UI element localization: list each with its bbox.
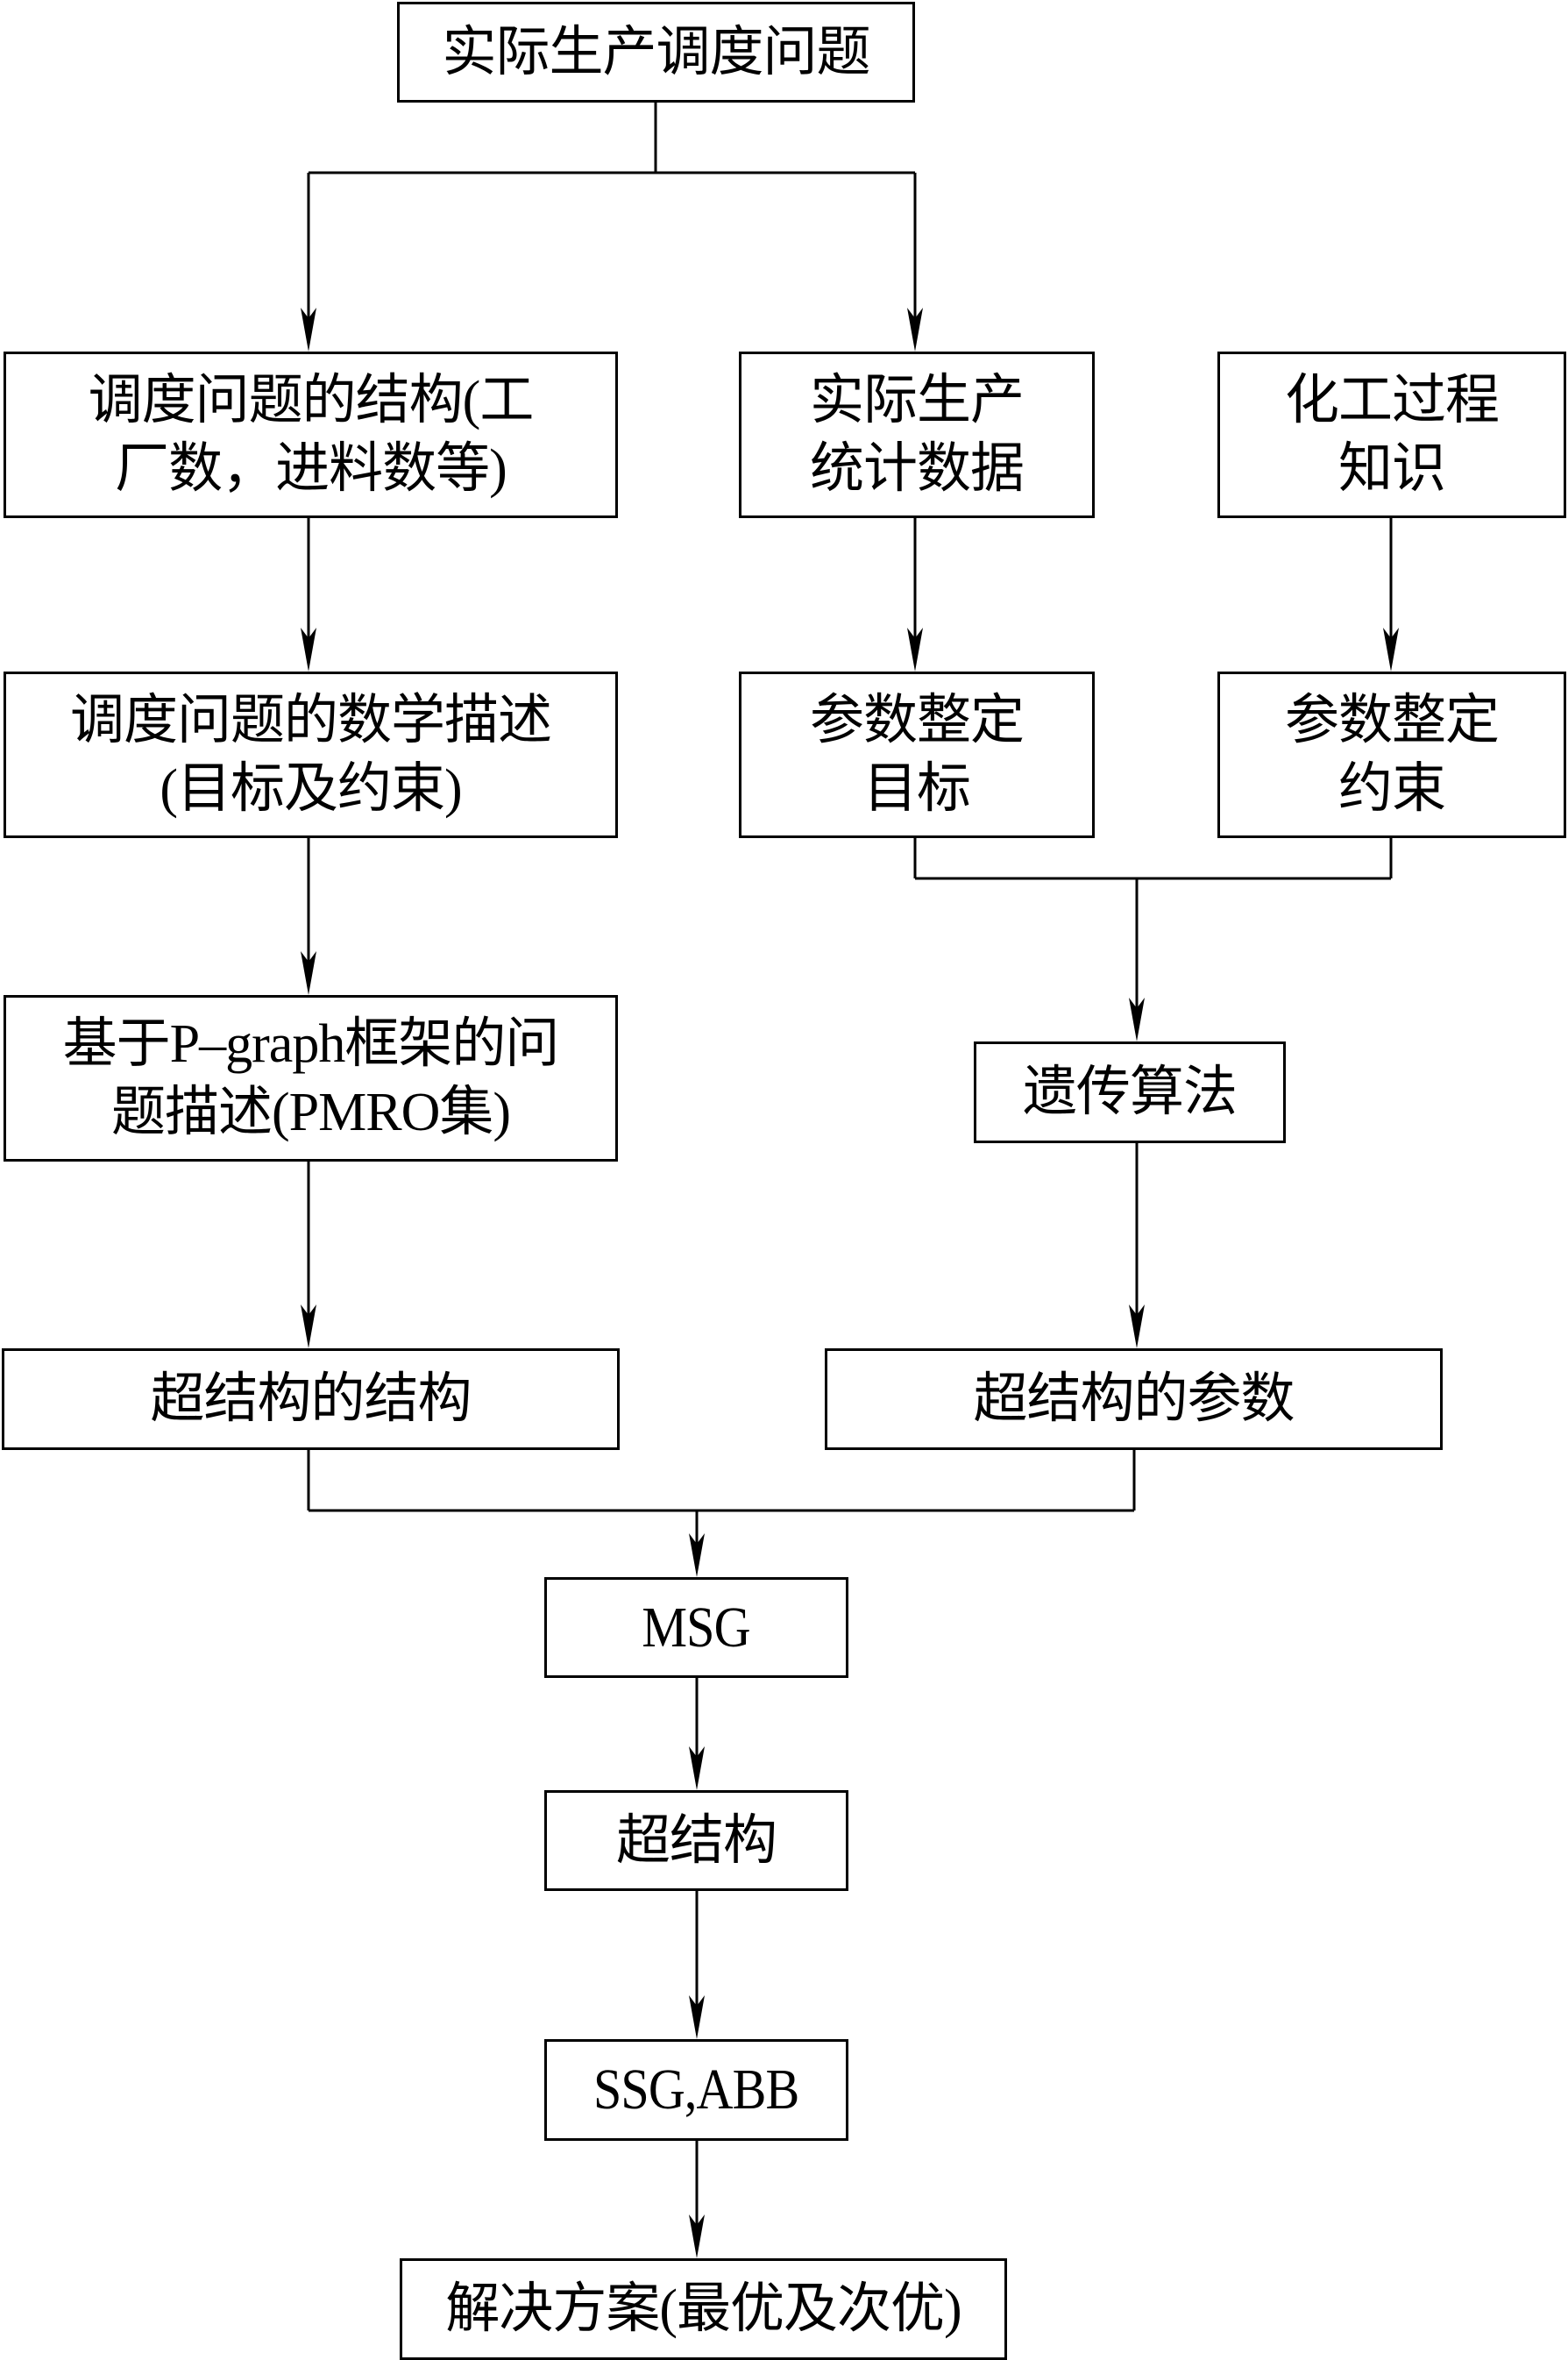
node-msg: MSG (544, 1577, 848, 1678)
arrowhead-icon (907, 308, 923, 352)
node-label: 参数整定 约束 (1284, 691, 1500, 819)
node-mathematical-description: 调度问题的数学描述 (目标及约束) (4, 672, 618, 838)
node-label: SSG,ABB (593, 2058, 799, 2122)
arrowhead-icon (301, 308, 316, 352)
node-solution: 解决方案(最优及次优) (400, 2258, 1007, 2360)
arrowhead-icon (1383, 628, 1399, 672)
node-label: 遗传算法 (1022, 1063, 1238, 1122)
node-superstructure-structure: 超结构的结构 (2, 1348, 620, 1450)
node-label: 超结构的结构 (150, 1369, 472, 1429)
node-label: 化工过程 知识 (1284, 371, 1500, 499)
node-genetic-algorithm: 遗传算法 (974, 1041, 1286, 1143)
node-parameter-tuning-objective: 参数整定 目标 (739, 672, 1095, 838)
node-production-statistics: 实际生产 统计数据 (739, 352, 1095, 518)
node-label: 超结构的参数 (973, 1369, 1295, 1429)
arrowhead-icon (689, 1533, 705, 1577)
arrowhead-icon (689, 2214, 705, 2258)
arrowhead-icon (301, 1304, 316, 1348)
node-scheduling-problem-structure: 调度问题的结构(工 厂数，进料数等) (4, 352, 618, 518)
arrowhead-icon (1129, 998, 1145, 1041)
node-label: 解决方案(最优及次优) (445, 2279, 961, 2339)
node-label: 超结构 (615, 1810, 777, 1871)
node-parameter-tuning-constraint: 参数整定 约束 (1217, 672, 1566, 838)
node-label: 实际生产调度问题 (442, 22, 870, 82)
node-chemical-process-knowledge: 化工过程 知识 (1217, 352, 1566, 518)
node-label: MSG (642, 1595, 751, 1660)
arrowhead-icon (301, 628, 316, 672)
node-actual-scheduling-problem: 实际生产调度问题 (397, 2, 915, 103)
arrowhead-icon (301, 951, 316, 995)
node-label: 基于P–graph框架的问 题描述(PMRO集) (62, 1014, 560, 1142)
node-superstructure: 超结构 (544, 1790, 848, 1891)
arrowhead-icon (689, 1995, 705, 2039)
arrowhead-icon (689, 1746, 705, 1790)
node-superstructure-parameters: 超结构的参数 (825, 1348, 1443, 1450)
node-label: 调度问题的数学描述 (目标及约束) (69, 691, 552, 819)
node-label: 调度问题的结构(工 厂数，进料数等) (88, 371, 535, 499)
node-ssg-abb: SSG,ABB (544, 2039, 848, 2141)
node-label: 实际生产 统计数据 (809, 371, 1025, 499)
node-pgraph-problem-description: 基于P–graph框架的问 题描述(PMRO集) (4, 995, 618, 1162)
node-label: 参数整定 目标 (809, 691, 1025, 819)
arrowhead-icon (907, 628, 923, 672)
arrowhead-icon (1129, 1304, 1145, 1348)
